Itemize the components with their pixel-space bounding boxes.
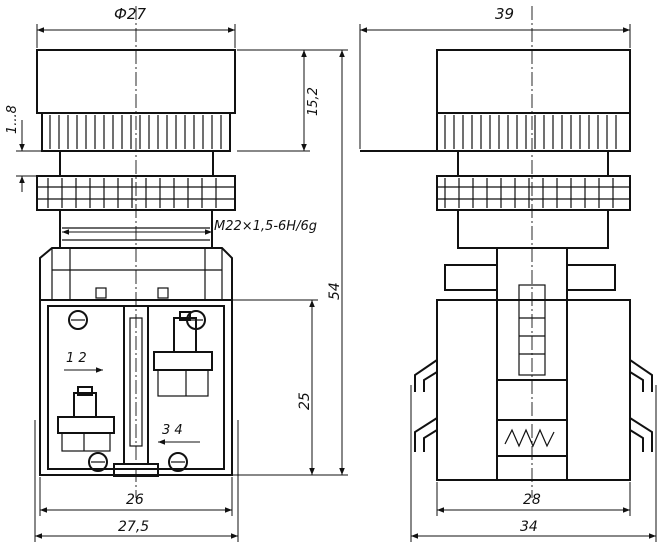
side-flange-right (566, 264, 616, 291)
side-mounting-nut (436, 175, 631, 211)
side-dimensions: 39 28 34 (359, 5, 657, 542)
dim-side-overall-width: 34 (520, 519, 538, 535)
dim-total-height: 54 (327, 282, 343, 300)
side-view (360, 6, 653, 498)
contact-lower-label: 3 4 (162, 423, 183, 438)
dim-front-diameter: Ф27 (114, 5, 146, 23)
front-dimensions: Ф27 15,2 1...8 M22×1,5-6H/6g 54 25 26 27… (5, 5, 348, 542)
side-base-block (436, 299, 631, 481)
dim-side-base-width: 28 (523, 492, 541, 508)
side-neck (457, 150, 609, 177)
side-clip-right-lower (629, 417, 653, 452)
front-view: 1 2 3 4 (36, 6, 236, 498)
front-screw-bottom-left (88, 452, 108, 472)
dim-base-height: 25 (297, 392, 313, 410)
dim-side-top-width: 39 (495, 5, 514, 23)
front-screw-bottom-right (168, 452, 188, 472)
side-threaded-body (457, 209, 609, 249)
side-clip-left-lower (414, 417, 438, 452)
side-clip-left-upper (414, 359, 438, 392)
dim-travel: 1...8 (5, 105, 20, 134)
side-bracket (360, 113, 438, 152)
front-contact-upper (153, 311, 213, 397)
front-contact-lower (57, 386, 115, 452)
front-screw-top-left (68, 310, 88, 330)
dim-cap-height: 15,2 (306, 87, 321, 116)
dim-front-overall-width: 27,5 (118, 519, 149, 535)
side-clip-right-upper (629, 359, 653, 392)
dim-front-base-width: 26 (126, 492, 144, 508)
front-neck (59, 150, 214, 177)
dim-thread: M22×1,5-6H/6g (214, 219, 317, 234)
side-flange-left (444, 264, 498, 291)
side-cap (436, 49, 631, 114)
contact-upper-label: 1 2 (66, 351, 87, 366)
side-knurled-ring (436, 112, 631, 152)
